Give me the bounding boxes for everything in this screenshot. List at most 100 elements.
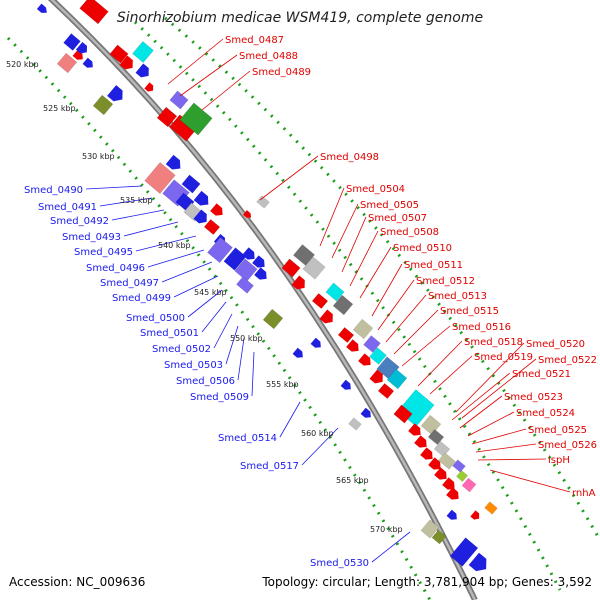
gene-feature-46 <box>291 275 305 290</box>
leader-line <box>393 309 439 355</box>
gene-label: Smed_0515 <box>440 306 499 317</box>
gene-label: Smed_0525 <box>528 425 587 436</box>
gene-label: Smed_0492 <box>50 216 109 227</box>
gene-feature-9 <box>119 55 133 70</box>
gene-feature-74 <box>442 477 455 490</box>
scale-label: 570 kbp <box>370 525 403 534</box>
track-dotted-line-1 <box>6 36 432 600</box>
leader-line <box>237 337 245 381</box>
leader-line <box>477 458 547 461</box>
leader-line <box>161 261 213 283</box>
leader-line <box>187 289 223 318</box>
leader-line <box>349 230 379 287</box>
gene-feature-59 <box>369 369 383 384</box>
gene-feature-54 <box>346 339 359 352</box>
gene-feature-70 <box>428 457 441 470</box>
leader-line <box>201 301 227 333</box>
leader-line <box>467 411 515 437</box>
gene-label: Smed_0508 <box>380 227 439 238</box>
gene-feature-56 <box>358 353 371 366</box>
leader-line <box>489 469 571 493</box>
gene-feature-60 <box>377 382 395 400</box>
scale-label: 565 kbp <box>336 476 369 485</box>
leader-line <box>279 401 301 438</box>
scale-label: 530 kbp <box>82 152 115 161</box>
gene-feature-35 <box>254 267 267 280</box>
gene-feature-11 <box>135 63 149 78</box>
gene-label: Smed_0530 <box>310 558 369 569</box>
gene-label: Smed_0509 <box>190 392 249 403</box>
gene-label: Smed_0522 <box>538 355 597 366</box>
gene-feature-27 <box>203 218 221 236</box>
gene-label: Smed_0496 <box>86 263 145 274</box>
gene-label: Smed_0521 <box>512 369 571 380</box>
gene-feature-18 <box>144 82 154 92</box>
accession-text: Accession: NC_009636 <box>9 575 146 589</box>
genome-summary: Topology: circular; Length: 3,781,904 bp… <box>262 575 592 589</box>
gene-feature-42 <box>360 407 371 418</box>
gene-feature-15 <box>156 106 178 128</box>
gene-label: Smed_0524 <box>516 408 575 419</box>
gene-feature-55 <box>369 347 387 365</box>
gene-feature-64 <box>408 423 421 436</box>
leader-line <box>135 235 197 252</box>
gene-feature-82 <box>431 529 447 545</box>
gene-label: Smed_0500 <box>126 313 185 324</box>
gene-label: Smed_0519 <box>474 352 533 363</box>
gene-feature-75 <box>461 477 477 493</box>
gene-feature-28 <box>210 203 223 216</box>
leader-line <box>429 355 473 395</box>
gene-feature-20 <box>165 154 181 170</box>
track-dotted-line-3 <box>164 16 600 541</box>
gene-label: Smed_0495 <box>74 247 133 258</box>
leader-line <box>251 351 255 397</box>
leader-line <box>371 263 403 317</box>
scale-label: 520 kbp <box>6 60 39 69</box>
gene-feature-65 <box>427 428 445 446</box>
gene-feature-12 <box>92 94 114 116</box>
gene-feature-85 <box>243 210 252 218</box>
gene-label: rnhA <box>572 488 596 499</box>
leader-line <box>173 275 219 298</box>
leader-line <box>475 443 537 453</box>
gene-feature-48 <box>311 292 329 310</box>
leader-line <box>461 358 537 419</box>
gene-label: Smed_0511 <box>404 260 463 271</box>
gene-feature-83 <box>446 509 457 520</box>
gene-feature-73 <box>456 470 468 482</box>
gene-feature-52 <box>337 326 355 344</box>
gene-label: Smed_0489 <box>252 67 311 78</box>
gene-feature-67 <box>433 440 451 458</box>
gene-feature-63 <box>420 414 442 436</box>
gene-label: Smed_0523 <box>504 392 563 403</box>
gene-feature-84 <box>256 195 270 209</box>
leader-line <box>123 221 179 237</box>
gene-feature-53 <box>363 335 381 353</box>
gene-label: Smed_0491 <box>38 202 97 213</box>
gene-label: Smed_0520 <box>526 339 585 350</box>
gene-feature-44 <box>281 258 301 278</box>
gene-label: Smed_0498 <box>320 152 379 163</box>
gene-label: Smed_0510 <box>393 243 452 254</box>
gene-feature-14 <box>169 90 189 110</box>
leader-line <box>319 187 345 247</box>
gene-feature-13 <box>107 85 123 102</box>
gene-feature-62 <box>393 404 413 424</box>
scale-label: 545 kbp <box>194 288 227 297</box>
backbone-highlight <box>50 0 477 600</box>
gene-label: Smed_0512 <box>416 276 475 287</box>
gene-feature-37 <box>262 308 284 330</box>
leader-line <box>85 185 143 190</box>
gene-feature-43 <box>293 244 315 266</box>
gene-feature-38 <box>292 347 303 358</box>
gene-feature-49 <box>332 294 354 316</box>
gene-label: Smed_0503 <box>164 360 223 371</box>
gene-label: Smed_0513 <box>428 291 487 302</box>
gene-label: Smed_0506 <box>176 376 235 387</box>
gene-feature-31 <box>223 247 247 271</box>
leader-line <box>359 246 392 299</box>
gene-label: Smed_0516 <box>452 322 511 333</box>
leader-line <box>371 531 411 563</box>
gene-feature-32 <box>234 258 258 282</box>
